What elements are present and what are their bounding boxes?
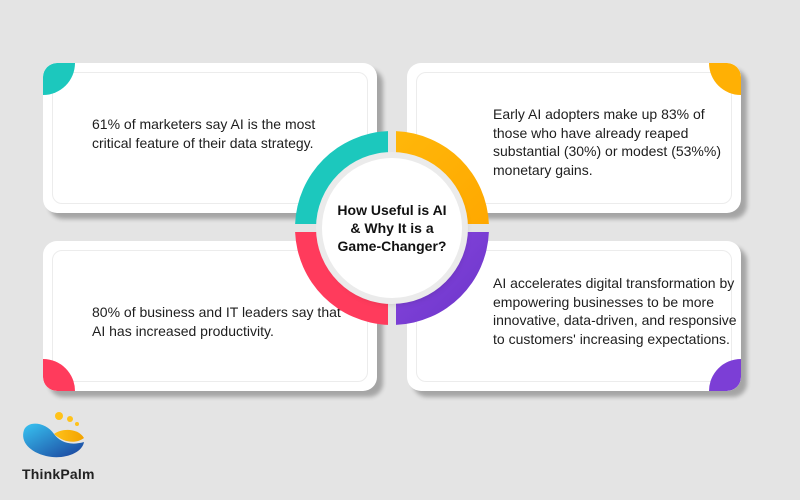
card-marketers-stat: 61% of marketers say AI is the most crit… <box>43 63 377 213</box>
card-text: Early AI adopters make up 83% of those w… <box>493 106 721 178</box>
card-text: 61% of marketers say AI is the most crit… <box>92 116 316 151</box>
infographic-title: How Useful is AI & Why It is a Game-Chan… <box>337 202 447 254</box>
purple-quadrant <box>396 232 489 325</box>
orange-quadrant <box>396 131 489 224</box>
thinkpalm-logo-icon <box>23 412 84 458</box>
red-quadrant <box>295 232 388 325</box>
center-circle: How Useful is AI & Why It is a Game-Chan… <box>322 158 462 298</box>
brand-name: ThinkPalm <box>22 466 95 482</box>
card-early-adopters-stat: Early AI adopters make up 83% of those w… <box>407 63 741 213</box>
card-text: 80% of business and IT leaders say that … <box>92 304 341 339</box>
card-text: AI accelerates digital transformation by… <box>493 275 737 347</box>
card-digital-transformation: AI accelerates digital transformation by… <box>407 241 741 391</box>
